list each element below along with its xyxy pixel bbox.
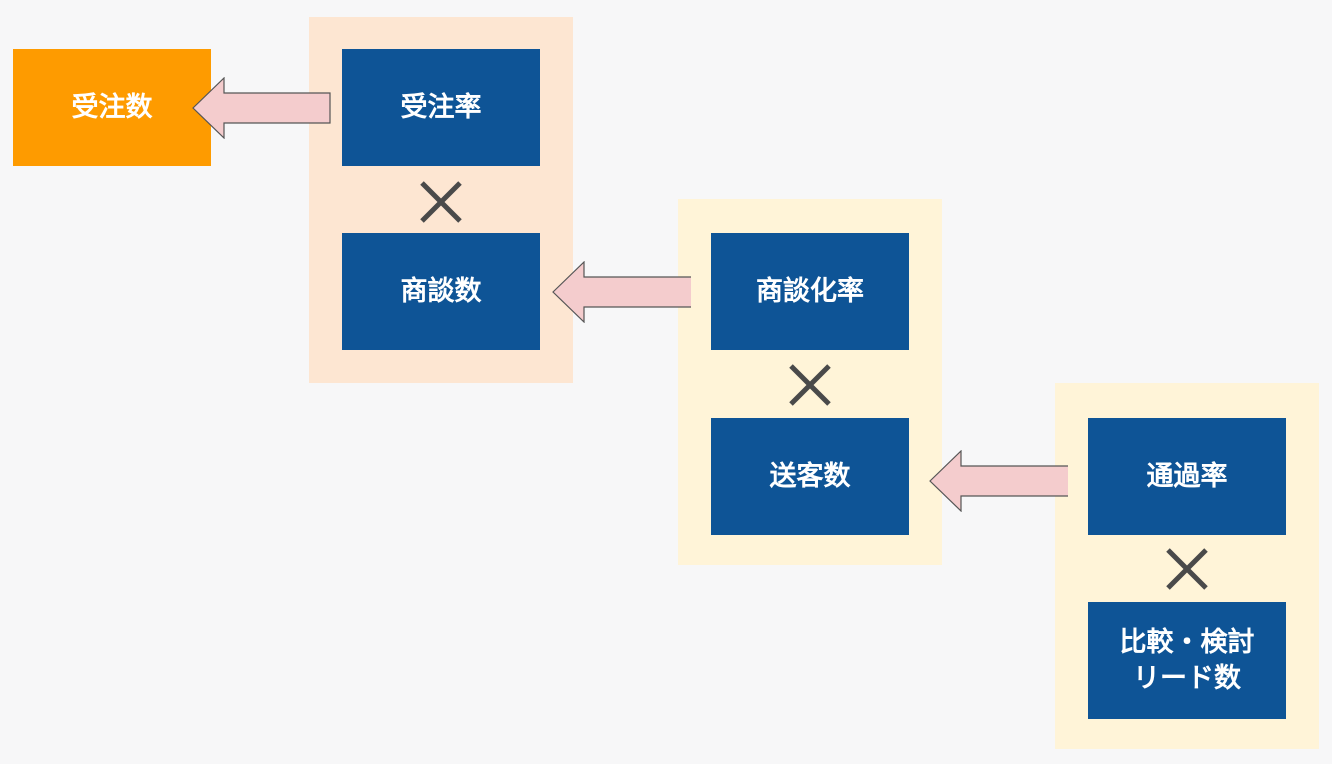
node-order-rate: 受注率 [342, 49, 540, 166]
node-pass-rate: 通過率 [1088, 418, 1286, 535]
node-referral-count: 送客数 [711, 418, 909, 535]
multiply-icon [420, 181, 462, 223]
node-meeting-rate: 商談化率 [711, 233, 909, 350]
arrow-left-icon [929, 450, 1068, 512]
arrow-left-icon [552, 261, 691, 323]
node-order-count: 受注数 [13, 49, 211, 166]
multiply-icon [1166, 548, 1208, 590]
arrow-left-icon [192, 77, 331, 139]
node-meeting-count: 商談数 [342, 233, 540, 350]
multiply-icon [789, 364, 831, 406]
node-comparison-leads: 比較・検討 リード数 [1088, 602, 1286, 719]
